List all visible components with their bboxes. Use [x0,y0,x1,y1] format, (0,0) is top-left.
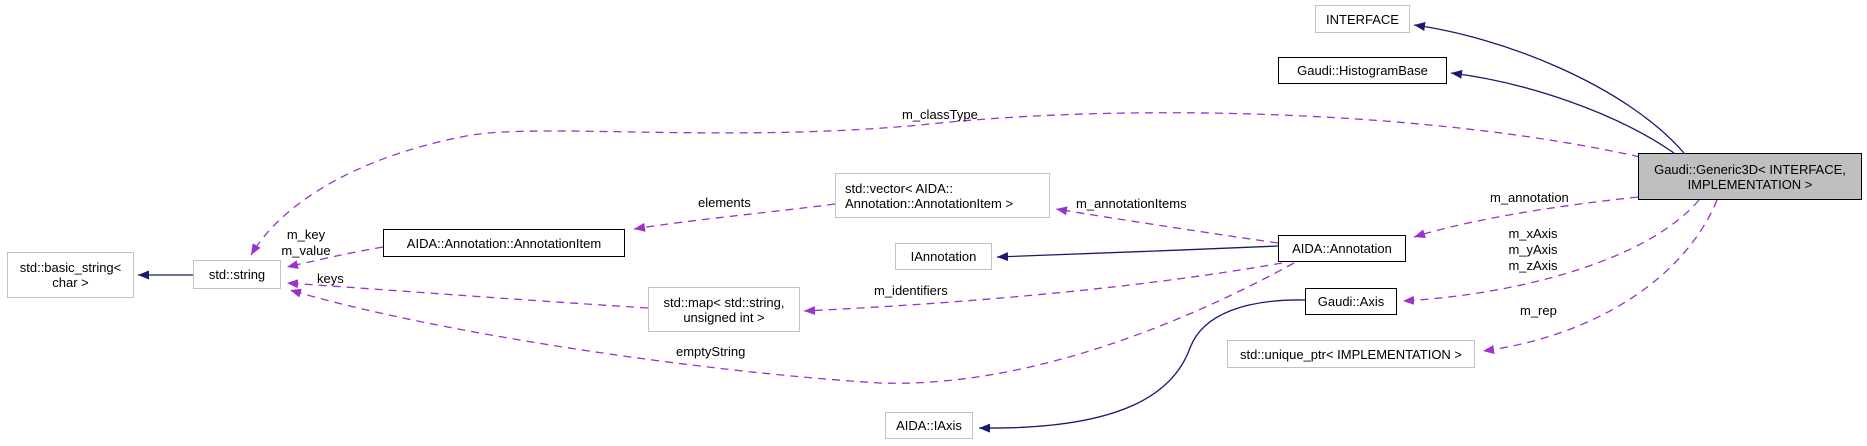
edge-inheritance-generic3d-interface [1413,22,1685,154]
node-gaudi-axis[interactable]: Gaudi::Axis [1305,288,1397,315]
node-std-string: std::string [193,260,281,289]
edge-usage-m-annotationitems [1055,206,1279,244]
node-aida-annotation[interactable]: AIDA::Annotation [1278,235,1406,262]
edge-label-emptystring: emptyString [676,344,746,359]
node-std-basic-string: std::basic_string< char > [7,252,134,298]
edge-label-m-identifiers: m_identifiers [874,283,948,298]
edge-usage-keys [286,279,649,309]
edge-usage-elements [633,203,836,232]
edge-usage-m-rep [1482,199,1718,354]
node-iannotation: IAnnotation [895,243,992,270]
edge-label-m-axes: m_xAxis m_yAxis m_zAxis [1508,226,1558,273]
node-aida-annotation-annotationitem[interactable]: AIDA::Annotation::AnnotationItem [383,229,625,257]
node-std-map: std::map< std::string, unsigned int > [648,287,800,332]
edge-usage-m-identifiers [803,262,1283,315]
edge-inheritance-generic3d-histogrambase [1450,69,1675,154]
node-std-vector-annotationitem: std::vector< AIDA:: Annotation::Annotati… [835,173,1050,218]
edge-usage-emptystring [289,262,1295,384]
edge-inheritance-annotation-iannotation [996,245,1279,262]
node-interface: INTERFACE [1315,5,1410,33]
node-aida-iaxis: AIDA::IAxis [885,412,973,439]
edge-label-m-annotation: m_annotation [1490,190,1569,205]
node-std-unique-ptr: std::unique_ptr< IMPLEMENTATION > [1227,340,1475,368]
edge-label-keys: keys [317,271,344,286]
edge-label-elements: elements [698,195,751,210]
edge-label-m-key-m-value: m_key m_value [281,227,331,258]
node-gaudi-generic3d: Gaudi::Generic3D< INTERFACE, IMPLEMENTAT… [1638,153,1862,200]
edge-inheritance-axis-iaxis [978,299,1306,433]
edge-usage-m-key-m-value [286,246,384,269]
edge-label-m-annotationitems: m_annotationItems [1076,196,1187,211]
node-gaudi-histogrambase[interactable]: Gaudi::HistogramBase [1278,57,1447,84]
edge-usage-m-annotation [1413,196,1639,239]
edge-usage-m-axes [1402,199,1700,305]
edge-usage-m-classtype [250,112,1641,256]
edge-label-m-classtype: m_classType [902,107,978,122]
edge-label-m-rep: m_rep [1520,303,1557,318]
